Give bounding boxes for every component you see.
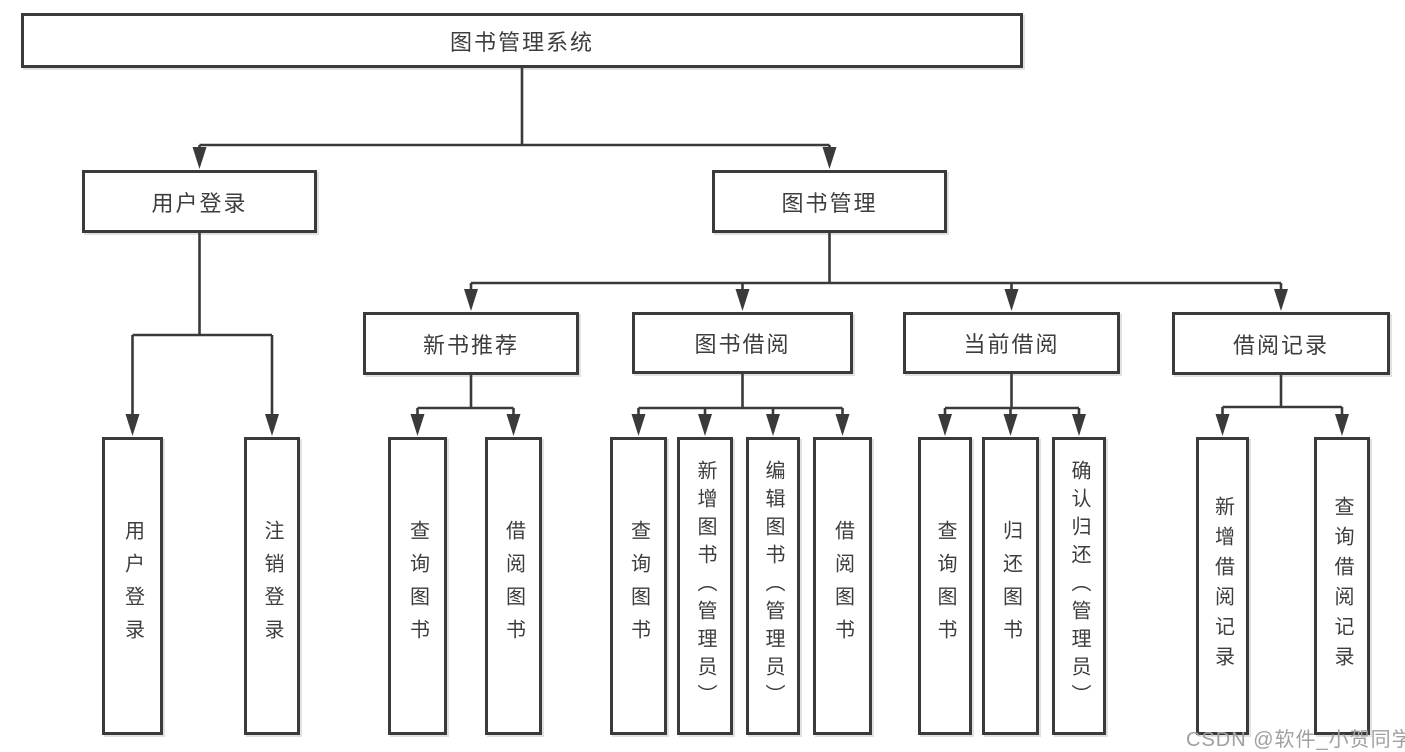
node-label: 新书推荐 <box>422 332 519 358</box>
leaf-label: 编辑图书（管理员） <box>762 460 784 712</box>
csdn-watermark: CSDN @软件_小贺同学 <box>1186 729 1405 751</box>
leaf-label: 查询借阅记录 <box>1331 496 1353 676</box>
leaf-label: 查询图书 <box>627 520 650 652</box>
leaf-label: 确认归还（管理员） <box>1068 460 1090 712</box>
node-user-login-group: 用户登录 <box>82 170 317 233</box>
leaf-label: 注销登录 <box>261 520 283 652</box>
leaf-label: 新增图书（管理员） <box>694 460 716 712</box>
node-label: 图书借阅 <box>694 332 791 357</box>
leaf-borrow-books: 借阅图书 <box>485 437 542 735</box>
leaf-user-login: 用户登录 <box>102 437 163 735</box>
leaf-label: 查询图书 <box>934 520 956 652</box>
node-borrowing-records: 借阅记录 <box>1172 312 1390 375</box>
leaf-add-borrow-record: 新增借阅记录 <box>1196 437 1249 735</box>
leaf-add-books-admin: 新增图书（管理员） <box>677 437 733 735</box>
leaf-search-books: 查询图书 <box>388 437 447 735</box>
node-library-management-system: 图书管理系统 <box>21 13 1023 68</box>
leaf-borrow-books-2: 借阅图书 <box>813 437 872 735</box>
node-label: 图书管理 <box>781 190 878 216</box>
leaf-label: 新增借阅记录 <box>1211 496 1234 676</box>
node-new-book-recommendation: 新书推荐 <box>363 312 579 375</box>
leaf-logout: 注销登录 <box>244 437 300 735</box>
node-book-borrowing: 图书借阅 <box>632 312 853 374</box>
node-label: 当前借阅 <box>963 332 1060 357</box>
node-label: 图书管理系统 <box>449 29 594 55</box>
leaf-confirm-return-admin: 确认归还（管理员） <box>1052 437 1106 735</box>
leaf-label: 归还图书 <box>999 520 1022 652</box>
leaf-search-books-3: 查询图书 <box>918 437 972 735</box>
leaf-label: 借阅图书 <box>831 520 854 652</box>
node-book-management: 图书管理 <box>712 170 947 233</box>
node-current-borrowing: 当前借阅 <box>903 312 1120 374</box>
leaf-label: 用户登录 <box>121 520 144 652</box>
leaf-search-books-2: 查询图书 <box>610 437 667 735</box>
leaf-edit-books-admin: 编辑图书（管理员） <box>746 437 800 735</box>
leaf-label: 查询图书 <box>406 520 429 652</box>
leaf-search-borrow-record: 查询借阅记录 <box>1314 437 1370 735</box>
leaf-return-books: 归还图书 <box>982 437 1039 735</box>
leaf-label: 借阅图书 <box>502 520 525 652</box>
node-label: 借阅记录 <box>1232 332 1329 358</box>
node-label: 用户登录 <box>151 190 248 216</box>
